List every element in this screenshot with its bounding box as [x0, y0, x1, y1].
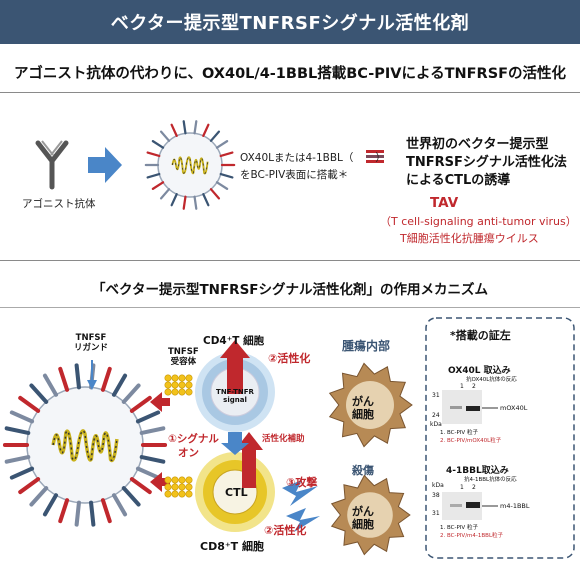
tav-japanese: T細胞活性化抗腫瘍ウイルス: [400, 232, 539, 245]
claim-text: 世界初のベクター提示型 TNFRSFシグナル活性化法 によるCTLの誘導: [406, 136, 576, 190]
panel2-title: 4-1BBL取込み: [446, 466, 509, 476]
page-title: ベクター提示型TNFRSFシグナル活性化剤: [110, 13, 470, 34]
cancer-cell-label: がん 細胞: [352, 505, 374, 531]
tnfsf-ligand-label: TNFSF リガンド: [74, 333, 108, 353]
header-banner: ベクター提示型TNFRSFシグナル活性化剤: [0, 0, 580, 44]
receptor-icon: [164, 374, 193, 396]
panel2-lane: 1: [460, 484, 464, 491]
arrow-down-icon: [221, 432, 249, 455]
cd4-t-cell-icon: [195, 340, 275, 432]
label-line: がん: [352, 395, 374, 408]
claim-line: TNFRSFシグナル活性化法: [406, 155, 567, 170]
step2-top-label: ②活性化: [268, 352, 311, 365]
cd4-label: CD4⁺T 細胞: [203, 335, 265, 347]
mechanism-diagram: [2, 317, 575, 559]
panel2-marker: 31: [432, 510, 440, 517]
panel2-unit: kDa: [432, 482, 444, 489]
tav-full: （T cell-signaling anti-tumor virus）: [380, 215, 577, 228]
cancer-cell-icon: [328, 362, 413, 556]
label-line: 細胞: [352, 408, 374, 421]
antibody-label: アゴニスト抗体: [22, 198, 96, 210]
label-line: 細胞: [352, 518, 374, 531]
virus-icon: [144, 120, 236, 210]
panel2-subtitle: 抗4-1BBL抗体の反応: [464, 477, 517, 483]
tnfsf-receptor-label: TNFSF 受容体: [168, 347, 199, 367]
arrow-right-icon: [88, 147, 122, 183]
panel1-legend-item: 2. BC-PIV/mOX40L粒子: [440, 438, 502, 444]
panel2-lane: 2: [472, 484, 476, 491]
label-line: 受容体: [170, 357, 197, 367]
claim-line: によるCTLの誘導: [406, 173, 511, 188]
subtitle: アゴニスト抗体の代わりに、OX40L/4-1BBL搭載BC-PIVによるTNFR…: [13, 66, 567, 82]
lightning-icon: [282, 480, 320, 532]
top-illustration: [35, 120, 384, 210]
panel2-band-label: m4-1BBL: [500, 502, 530, 510]
panel1-lane: 2: [472, 383, 476, 390]
tumor-inside-label: 腫瘍内部: [342, 339, 391, 353]
killing-label: 殺傷: [352, 464, 374, 477]
divider-middle: [0, 260, 580, 261]
panel1-band-label: mOX40L: [500, 404, 528, 412]
ctl-cell-icon: [195, 432, 275, 532]
evidence-title: *搭載の証左: [450, 329, 511, 342]
cd8-label: CD8⁺T 細胞: [200, 540, 264, 553]
cancer-cell-label: がん 細胞: [352, 395, 374, 421]
step3-label: ③攻撃: [286, 476, 318, 489]
receptor-icon: [164, 476, 193, 498]
panel1-subtitle: 抗OX40L抗体の反応: [466, 377, 517, 383]
mechanism-title: 「ベクター提示型TNFRSFシグナル活性化剤」の作用メカニズム: [91, 282, 489, 298]
label-line: TNF-TNFR: [216, 388, 254, 396]
panel2-legend-item: 2. BC-PIV/m4-1BBL粒子: [440, 533, 504, 539]
loading-note-line1: OX40Lまたは4-1BBL（）: [240, 152, 386, 164]
label-line: オン: [178, 447, 199, 459]
support-label: 活性化補助: [262, 434, 305, 444]
claim-line: 世界初のベクター提示型: [406, 137, 549, 152]
virus-big-icon: [2, 363, 168, 527]
panel1-marker: 31: [432, 392, 440, 399]
ctl-label: CTL: [225, 486, 248, 499]
panel1-marker: 24: [432, 412, 440, 419]
label-line: がん: [352, 505, 374, 518]
ligand-marker-icon: [366, 150, 384, 163]
panel1-legend-item: 1. BC-PIV 粒子: [440, 430, 478, 436]
contact-arrow-icon: [150, 392, 170, 492]
divider-mechanism: [0, 307, 580, 308]
panel1-title: OX40L 取込み: [448, 366, 511, 376]
label-line: リガンド: [74, 343, 109, 353]
panel2-marker: 38: [432, 492, 440, 499]
antibody-icon: [35, 140, 69, 190]
panel1-unit: kDa: [430, 421, 442, 428]
tnf-signal-label: TNF-TNFR signal: [212, 388, 258, 404]
panel2-legend-item: 1. BC-PIV 粒子: [440, 525, 478, 531]
label-line: signal: [223, 396, 247, 404]
divider-top: [0, 92, 580, 93]
step1-label: ①シグナル オン: [168, 432, 219, 460]
tav-title: TAV: [430, 195, 459, 211]
label-line: TNFSF: [75, 333, 107, 343]
loading-note-line2: をBC-PIV表面に搭載＊: [240, 169, 349, 181]
label-line: ①シグナル: [168, 433, 219, 445]
label-line: TNFSF: [168, 347, 199, 357]
step2-bottom-label: ②活性化: [264, 524, 307, 537]
panel1-lane: 1: [460, 383, 464, 390]
